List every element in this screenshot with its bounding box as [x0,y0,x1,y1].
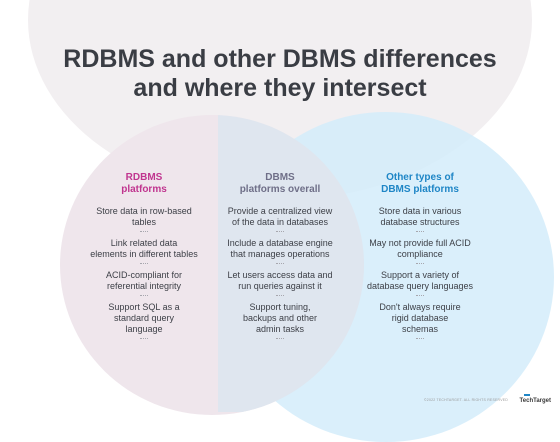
column-heading-line: platforms [121,184,167,195]
dotted-divider [416,338,424,339]
list-item-line: run queries against it [238,281,322,291]
column-heading-line: platforms overall [239,184,321,195]
list-item-line: Let users access data and [227,270,333,280]
list-item-line: rigid database [391,313,449,323]
list-item-line: database query languages [366,281,474,291]
list-item-line: Link related data [110,238,178,248]
techtarget-logo: TechTarget [519,398,551,404]
dotted-divider [276,295,284,296]
list-item-line: compliance [397,249,443,259]
list-item-line: backups and other [242,313,318,323]
intersection-area [218,112,364,412]
list-item-line: ACID-compliant for [105,270,183,280]
dotted-divider [140,263,148,264]
list-item-line: Support SQL as a [108,302,180,312]
list-item-line: May not provide full ACID [369,238,471,248]
title-line-2: and where they intersect [133,74,427,102]
dotted-divider [276,263,284,264]
dotted-divider [276,338,284,339]
list-item-line: schemas [401,324,438,334]
list-item-line: Don't always require [379,302,461,312]
copyright-text: ©2022 TECHTARGET. ALL RIGHTS RESERVED [424,398,508,402]
logo-mark-icon [524,394,530,396]
list-item-line: Include a database engine [227,238,333,248]
dotted-divider [276,231,284,232]
list-item-line: Store data in various [378,206,462,216]
column-heading-line: RDBMS [125,172,163,183]
column-heading-line: DBMS platforms [381,184,459,195]
list-item-line: referential integrity [106,281,182,291]
list-item-line: database structures [380,217,460,227]
dotted-divider [140,338,148,339]
list-item-line: of the data in databases [231,217,329,227]
list-item-line: admin tasks [255,324,305,334]
list-item-line: Support a variety of [380,270,460,280]
list-item-line: tables [131,217,157,227]
dotted-divider [416,231,424,232]
list-item-line: Provide a centralized view [227,206,333,216]
column-heading-line: Other types of [386,172,454,183]
dotted-divider [416,295,424,296]
list-item-line: elements in different tables [90,249,198,259]
dotted-divider [140,231,148,232]
dotted-divider [416,263,424,264]
title-line-1: RDBMS and other DBMS differences [63,45,497,73]
dotted-divider [140,295,148,296]
list-item-line: that manages operations [230,249,330,259]
list-item-line: standard query [113,313,175,323]
list-item-line: Support tuning, [249,302,311,312]
list-item-line: language [125,324,163,334]
list-item-line: Store data in row-based [96,206,192,216]
column-heading-line: DBMS [265,172,295,183]
